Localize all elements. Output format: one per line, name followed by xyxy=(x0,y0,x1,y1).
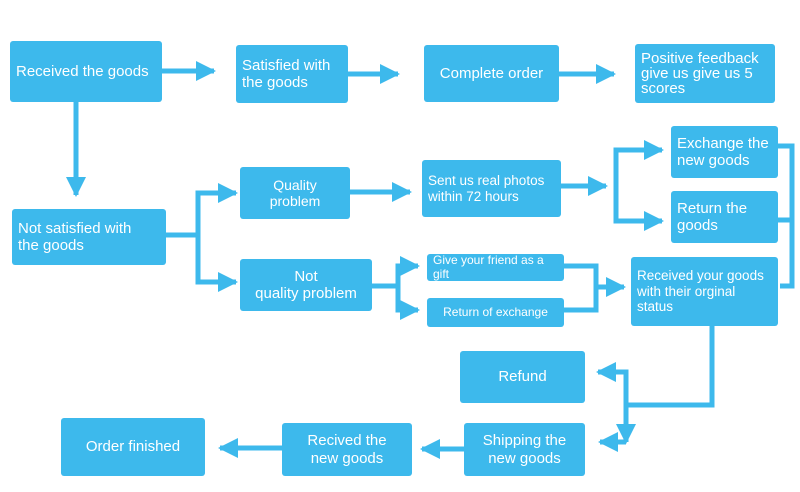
node-received-the-goods: Received the goods xyxy=(10,41,162,102)
node-refund: Refund xyxy=(460,351,585,403)
node-give-friend-gift: Give your friend as a gift xyxy=(427,253,564,281)
arrow-split-not-quality xyxy=(195,235,238,292)
arrow-to-exchange xyxy=(613,140,664,186)
node-exchange-new-goods: Exchange the new goods xyxy=(671,126,778,178)
arrow-to-return xyxy=(613,186,664,231)
node-quality-problem: Quality problem xyxy=(240,167,350,219)
arrow-not-quality-to-return-exchange xyxy=(395,286,420,320)
node-positive-feedback: Positive feedback give us give us 5 scor… xyxy=(635,44,775,103)
arrow-to-refund xyxy=(596,326,715,408)
node-not-quality-problem: Not quality problem xyxy=(240,259,372,311)
node-shipping-new-goods: Shipping the new goods xyxy=(464,423,585,476)
connector-gift-merge xyxy=(560,263,599,313)
node-return-of-exchange: Return of exchange xyxy=(427,298,564,327)
node-order-finished: Order finished xyxy=(61,418,205,476)
connector-right xyxy=(778,143,795,289)
node-satisfied: Satisfied with the goods xyxy=(236,45,348,103)
node-return-goods: Return the goods xyxy=(671,191,778,243)
arrow-split-quality xyxy=(166,183,238,238)
node-sent-photos: Sent us real photos within 72 hours xyxy=(422,160,561,217)
node-received-original-status: Received your goods with their orginal s… xyxy=(631,257,778,326)
node-complete-order: Complete order xyxy=(424,45,559,102)
arrow-not-quality-to-gift xyxy=(372,256,420,289)
node-recived-new-goods: Recived the new goods xyxy=(282,423,412,476)
node-not-satisfied: Not satisfied with the goods xyxy=(12,209,166,265)
